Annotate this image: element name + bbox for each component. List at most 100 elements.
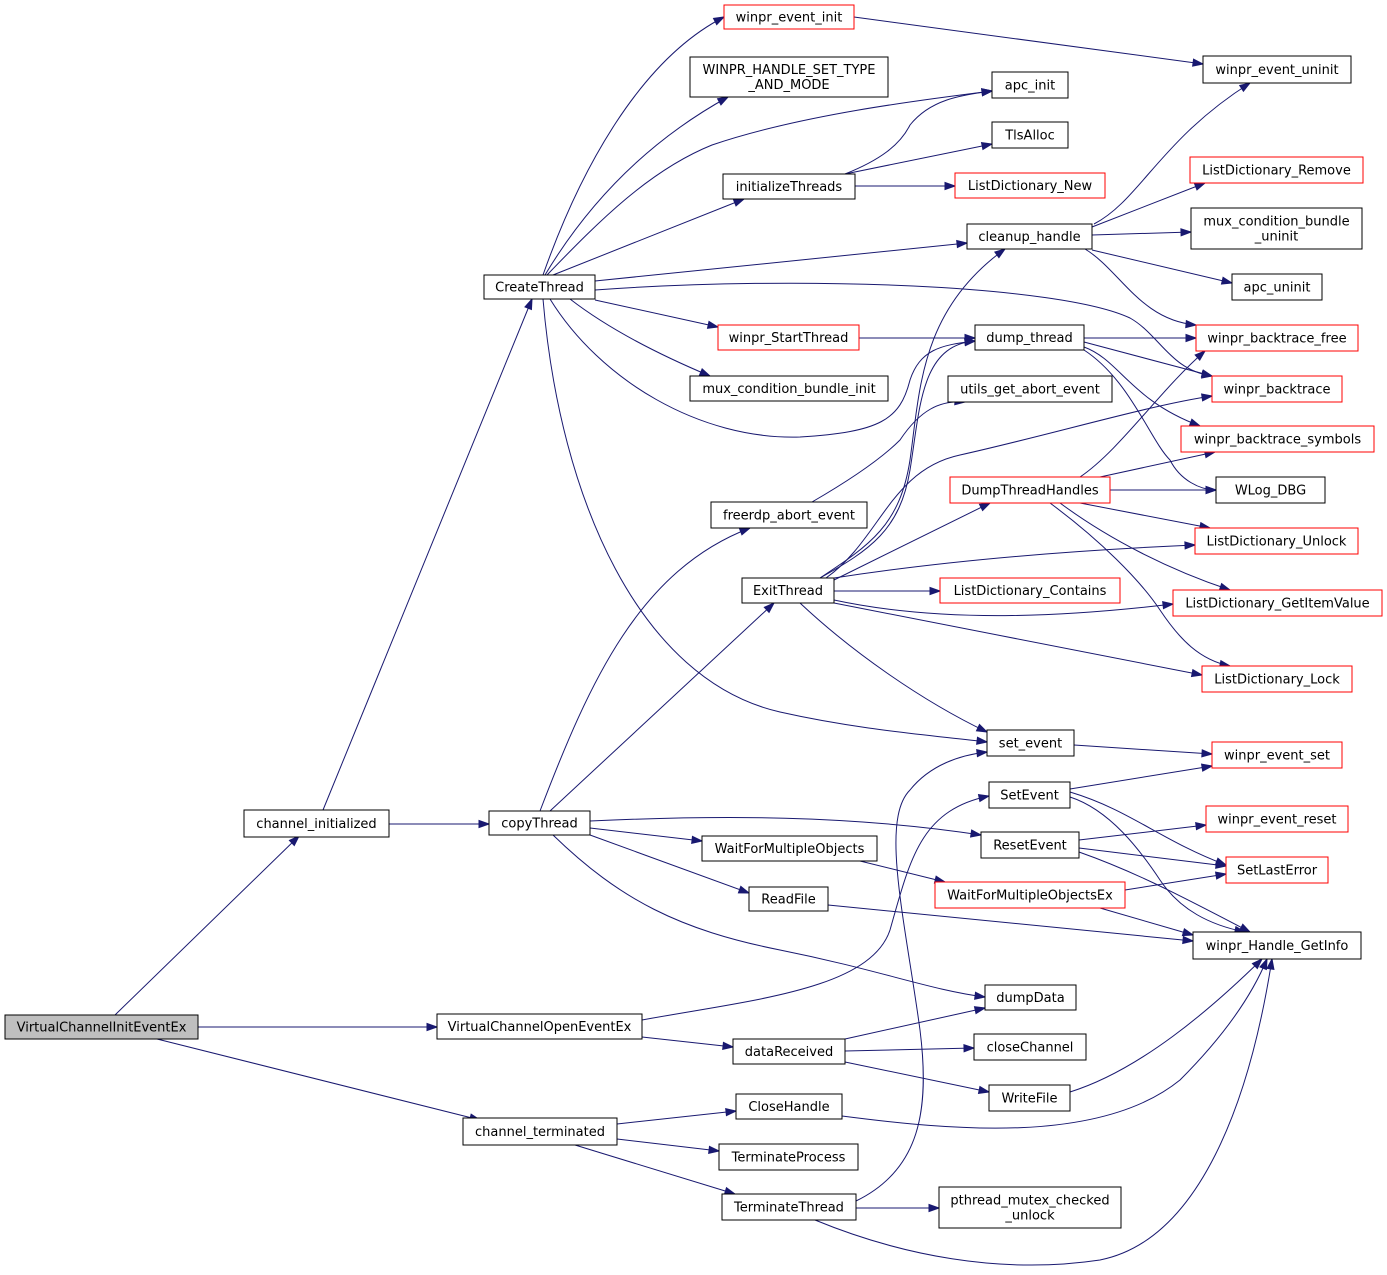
node-VirtualChannelOpenEventEx[interactable]: VirtualChannelOpenEventEx	[436, 1013, 643, 1040]
node-ResetEvent[interactable]: ResetEvent	[980, 831, 1080, 859]
node-dataReceived[interactable]: dataReceived	[732, 1038, 846, 1065]
arrowhead	[1181, 928, 1195, 937]
node-label: TerminateThread	[733, 1201, 844, 1216]
node-apc_init[interactable]: apc_init	[991, 71, 1069, 99]
node-SetLastError[interactable]: SetLastError	[1225, 856, 1329, 884]
node-label: ListDictionary_Lock	[1214, 673, 1340, 688]
edge-channel_initialized-to-CreateThread	[322, 297, 533, 811]
edge-DumpThreadHandles-to-winpr_backtrace_free	[1079, 350, 1207, 478]
edge-cleanup_handle-to-apc_uninit	[1091, 249, 1234, 285]
node-ListDictionary_GetItemValue[interactable]: ListDictionary_GetItemValue	[1172, 589, 1383, 617]
node-dumpData[interactable]: dumpData	[984, 984, 1077, 1011]
node-box	[1215, 476, 1326, 504]
node-label: DumpThreadHandles	[961, 484, 1098, 499]
node-pthread_mutex_checked_unlock[interactable]: pthread_mutex_checked_unlock	[938, 1186, 1122, 1229]
arrowhead	[1180, 228, 1193, 237]
node-mux_condition_bundle_init[interactable]: mux_condition_bundle_init	[689, 375, 889, 402]
node-winpr_event_uninit[interactable]: winpr_event_uninit	[1202, 55, 1352, 84]
node-box	[980, 831, 1080, 859]
edge-TerminateThread-to-winpr_Handle_GetInfo	[814, 957, 1275, 1266]
node-closeChannel[interactable]: closeChannel	[973, 1033, 1087, 1061]
node-ReadFile[interactable]: ReadFile	[748, 886, 829, 912]
edge-ExitThread-to-dump_thread	[819, 337, 977, 579]
node-apc_uninit[interactable]: apc_uninit	[1231, 273, 1323, 301]
node-channel_terminated[interactable]: channel_terminated	[462, 1117, 618, 1146]
node-WaitForMultipleObjectsEx[interactable]: WaitForMultipleObjectsEx	[934, 881, 1126, 909]
node-dump_thread[interactable]: dump_thread	[974, 324, 1085, 351]
node-ExitThread[interactable]: ExitThread	[741, 577, 835, 604]
node-box	[947, 375, 1113, 403]
node-label: winpr_event_init	[736, 11, 843, 26]
node-TerminateThread[interactable]: TerminateThread	[721, 1193, 857, 1221]
node-ListDictionary_Unlock[interactable]: ListDictionary_Unlock	[1194, 527, 1359, 555]
edge-copyThread-to-freerdp_abort_event	[539, 527, 752, 812]
edge-root-to-VirtualChannelOpenEventEx	[198, 1022, 439, 1032]
node-box	[243, 809, 390, 838]
node-box	[723, 4, 855, 30]
node-root[interactable]: VirtualChannelInitEventEx	[4, 1014, 199, 1040]
node-ListDictionary_Remove[interactable]: ListDictionary_Remove	[1189, 156, 1364, 184]
node-label: dataReceived	[745, 1045, 833, 1060]
node-ListDictionary_New[interactable]: ListDictionary_New	[954, 172, 1106, 199]
arrowhead	[478, 819, 491, 829]
node-box	[689, 56, 889, 98]
node-label: _unlock	[1004, 1209, 1055, 1224]
node-channel_initialized[interactable]: channel_initialized	[243, 809, 390, 838]
node-box	[949, 476, 1111, 504]
node-TerminateProcess[interactable]: TerminateProcess	[718, 1143, 859, 1171]
edge-copyThread-to-ReadFile	[589, 834, 751, 894]
node-WaitForMultipleObjects[interactable]: WaitForMultipleObjects	[701, 835, 878, 862]
arrowhead	[288, 834, 301, 847]
arrowhead	[1192, 58, 1205, 67]
node-winpr_event_reset[interactable]: winpr_event_reset	[1205, 805, 1349, 833]
edge-ExitThread-to-ListDictionary_GetItemValue	[833, 599, 1175, 617]
node-winpr_backtrace[interactable]: winpr_backtrace	[1211, 375, 1343, 403]
node-ListDictionary_Contains[interactable]: ListDictionary_Contains	[939, 577, 1121, 604]
node-box	[986, 729, 1075, 757]
node-winpr_backtrace_symbols[interactable]: winpr_backtrace_symbols	[1180, 425, 1375, 453]
arrowhead	[1218, 582, 1232, 591]
arrowhead	[963, 1044, 976, 1053]
arrowhead	[1200, 369, 1214, 378]
edge-initializeThreads-to-TlsAlloc	[844, 141, 994, 175]
node-winpr_event_init[interactable]: winpr_event_init	[723, 4, 855, 30]
arrowhead	[976, 748, 989, 758]
node-initializeThreads[interactable]: initializeThreads	[722, 173, 856, 200]
node-freerdp_abort_event[interactable]: freerdp_abort_event	[710, 501, 868, 529]
node-CloseHandle[interactable]: CloseHandle	[735, 1093, 843, 1120]
node-label: SetLastError	[1237, 864, 1318, 879]
arrowhead	[1162, 601, 1175, 610]
node-winpr_Handle_GetInfo[interactable]: winpr_Handle_GetInfo	[1192, 931, 1362, 960]
node-box	[954, 172, 1106, 199]
node-label: ReadFile	[761, 893, 815, 908]
edge-CreateThread-to-winpr_StartThread	[594, 299, 720, 329]
node-copyThread[interactable]: copyThread	[488, 810, 591, 836]
node-winpr_backtrace_free[interactable]: winpr_backtrace_free	[1195, 324, 1359, 352]
edge-cleanup_handle-to-mux_condition_bundle_uninit	[1091, 228, 1193, 237]
node-TlsAlloc[interactable]: TlsAlloc	[991, 121, 1069, 149]
arrowhead	[716, 96, 730, 106]
node-winpr_event_set[interactable]: winpr_event_set	[1211, 741, 1343, 769]
node-cleanup_handle[interactable]: cleanup_handle	[966, 223, 1093, 250]
arrowhead	[976, 736, 989, 745]
node-mux_condition_bundle_uninit[interactable]: mux_condition_bundle_uninit	[1190, 207, 1363, 250]
arrowhead	[1188, 418, 1202, 427]
node-DumpThreadHandles[interactable]: DumpThreadHandles	[949, 476, 1111, 504]
node-SetEvent[interactable]: SetEvent	[988, 781, 1071, 809]
node-label: channel_initialized	[256, 817, 376, 832]
arrowhead	[978, 502, 992, 512]
node-box	[1195, 324, 1359, 352]
node-CreateThread[interactable]: CreateThread	[483, 274, 596, 300]
edge-dataReceived-to-closeChannel	[844, 1044, 976, 1053]
edge-freerdp_abort_event-to-utils_get_abort_event	[811, 396, 967, 503]
node-winpr_StartThread[interactable]: winpr_StartThread	[717, 324, 860, 351]
node-box	[710, 501, 868, 529]
node-WLog_DBG[interactable]: WLog_DBG	[1215, 476, 1326, 504]
node-ListDictionary_Lock[interactable]: ListDictionary_Lock	[1201, 665, 1353, 693]
edge-DumpThreadHandles-to-WLog_DBG	[1110, 485, 1218, 495]
node-set_event[interactable]: set_event	[986, 729, 1075, 757]
node-utils_get_abort_event[interactable]: utils_get_abort_event	[947, 375, 1113, 403]
node-WINPR_HANDLE_SET_TYPE_AND_MODE[interactable]: WINPR_HANDLE_SET_TYPE_AND_MODE	[689, 56, 889, 98]
node-WriteFile[interactable]: WriteFile	[988, 1084, 1071, 1112]
arrowhead	[722, 1041, 735, 1051]
